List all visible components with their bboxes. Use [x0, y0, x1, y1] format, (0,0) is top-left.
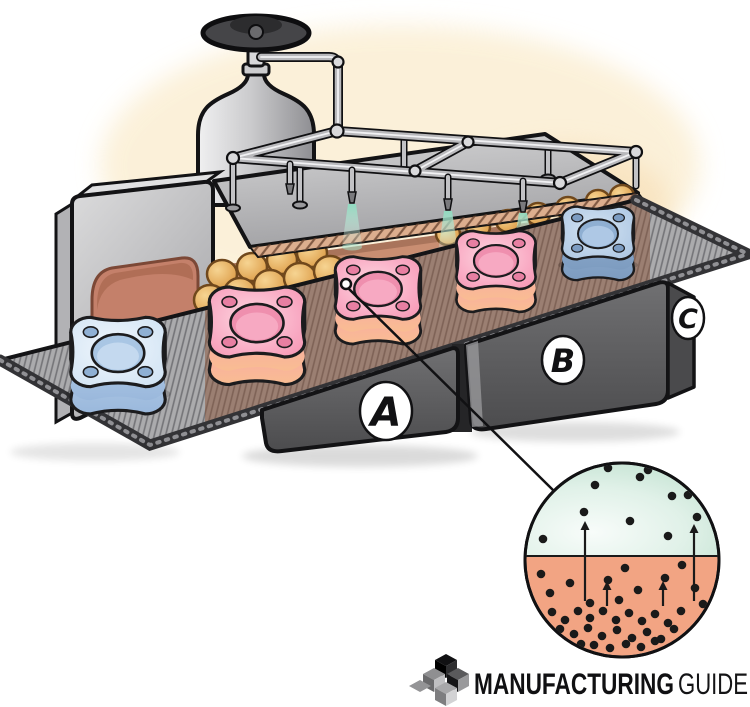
workpiece-pink-hot-2 — [333, 255, 423, 346]
logo: MANUFACTURING GUIDE — [409, 654, 748, 706]
diffusion-particle — [698, 599, 708, 609]
workpiece-blue-cold — [65, 315, 171, 416]
diffusion-particle — [583, 623, 593, 633]
diffusion-arrowhead — [689, 524, 699, 533]
diffusion-particle — [650, 636, 660, 646]
diffusion-particle — [598, 606, 608, 616]
zone-label-b: B — [540, 334, 586, 386]
diffusion-particle — [614, 595, 624, 605]
diffusion-particle — [669, 624, 679, 634]
zone-label-c: C — [670, 295, 706, 341]
detail-marker — [339, 277, 353, 291]
diffusion-particle — [677, 560, 687, 570]
diffusion-arrowhead — [602, 581, 612, 590]
diffusion-particle — [650, 609, 660, 619]
diffusion-particle — [627, 633, 637, 643]
diffusion-particle — [573, 606, 583, 616]
logo-text-bold: MANUFACTURING — [474, 668, 674, 701]
diffusion-particle — [625, 516, 635, 526]
floor-shadows — [10, 422, 680, 467]
diffusion-particle — [620, 563, 630, 573]
valve-handwheel-icon — [200, 13, 312, 53]
gas-nozzles — [285, 160, 528, 213]
diffusion-particle — [536, 569, 546, 579]
diffusion-particle — [667, 491, 677, 501]
diffusion-particle — [642, 627, 652, 637]
diffusion-particle — [597, 631, 607, 641]
workpiece-pink-hot-3 — [455, 229, 537, 314]
workpiece-pink-hot-1 — [207, 285, 307, 387]
diffusion-particle — [569, 629, 579, 639]
inset-gas-region — [526, 464, 718, 556]
diffusion-particle — [547, 607, 557, 617]
workpiece-blue-cooled — [558, 205, 638, 282]
diffusion-inset — [523, 461, 721, 659]
diffusion-particle — [565, 578, 575, 588]
diffusion-particle — [605, 643, 615, 653]
diffusion-particle — [633, 585, 643, 595]
zone-label-c-text: C — [678, 304, 698, 335]
logo-text-light: GUIDE — [678, 668, 748, 701]
diffusion-particle — [545, 588, 555, 598]
frame-fittings — [225, 55, 644, 191]
inset-particles — [536, 464, 708, 653]
diffusion-particle — [692, 512, 702, 522]
diffusion-particle — [636, 642, 646, 652]
diffusion-arrowhead — [580, 521, 590, 530]
diffusion-particle — [612, 625, 622, 635]
diffusion-particle — [589, 640, 599, 650]
logo-cubes-icon — [409, 654, 469, 706]
diffusion-particle — [663, 531, 673, 541]
diffusion-particle — [635, 472, 645, 482]
detail-leader — [339, 277, 555, 492]
diffusion-particle — [538, 534, 548, 544]
diffusion-particle — [585, 613, 595, 623]
diffusion-particle — [637, 616, 647, 626]
zone-label-a: A — [358, 380, 414, 442]
zone-label-a-text: A — [368, 390, 402, 436]
zone-label-b-text: B — [551, 342, 575, 380]
diffusion-particle — [579, 507, 589, 517]
diffusion-particle — [560, 615, 570, 625]
frame-legs — [225, 134, 640, 213]
diffusion-particle — [624, 608, 634, 618]
diffusion-particle — [585, 598, 595, 608]
diffusion-particle — [621, 639, 631, 649]
diffusion-arrowhead — [658, 581, 668, 590]
diffusion-particle — [590, 480, 600, 490]
diffusion-particle — [663, 618, 673, 628]
frame-rails — [228, 126, 641, 188]
diffusion-particle — [603, 575, 613, 585]
diffusion-particle — [660, 573, 670, 583]
diffusion-particle — [676, 606, 686, 616]
diffusion-particle — [611, 615, 621, 625]
